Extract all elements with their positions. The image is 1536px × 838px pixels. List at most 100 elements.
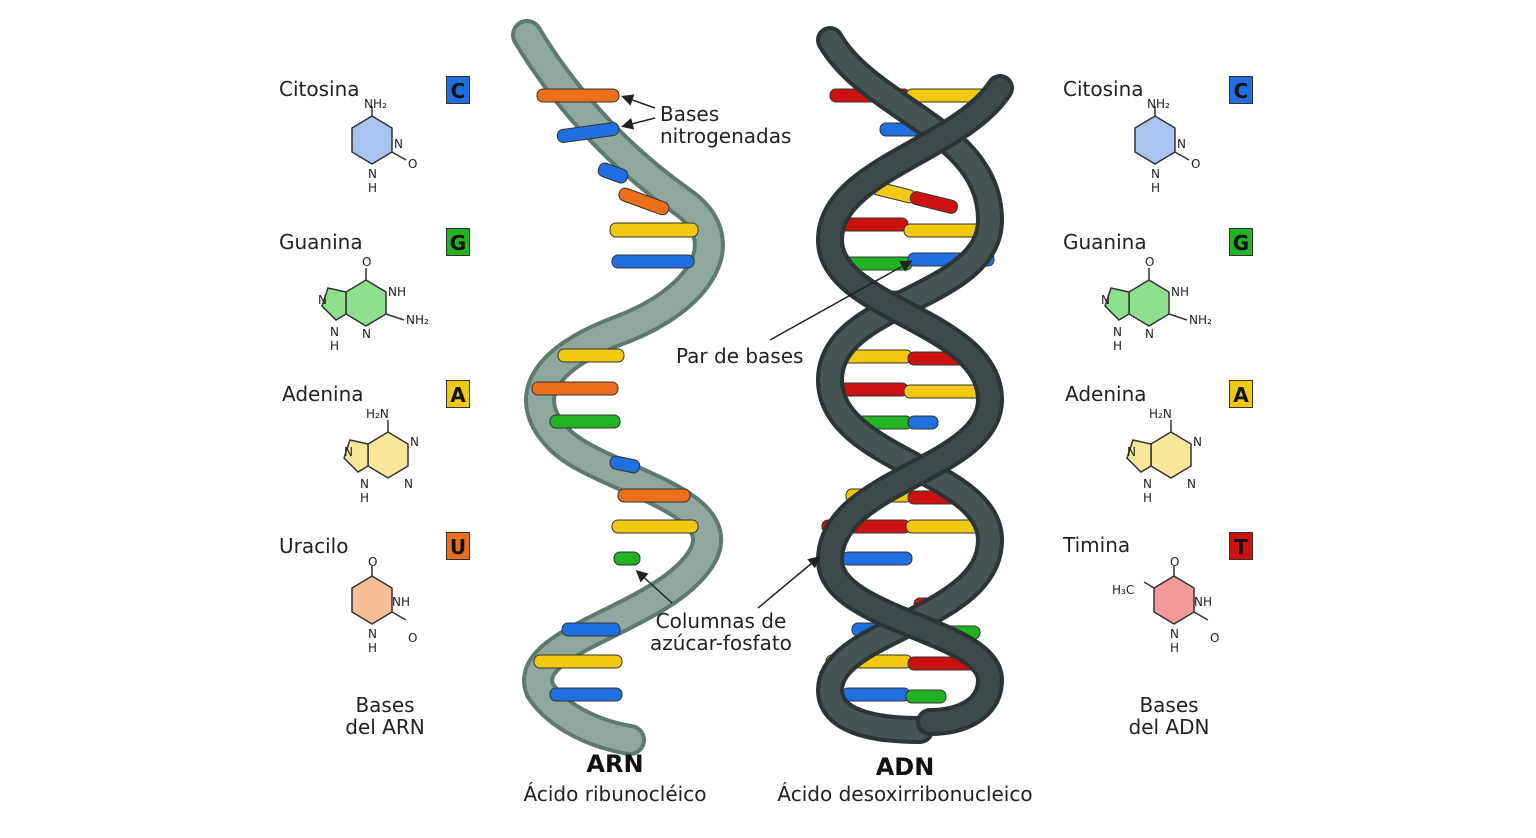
svg-text:O: O — [1191, 157, 1200, 171]
dna-base-letter-g: G — [1229, 228, 1253, 256]
svg-text:O: O — [1145, 255, 1154, 269]
annotation-bases-nitrogenadas: Bases nitrogenadas — [660, 103, 791, 147]
dna-helix — [815, 26, 1014, 744]
svg-text:O: O — [368, 555, 377, 569]
rna-subtitle: Ácido ribunocléico — [523, 782, 707, 806]
rna-base-name-uracilo: Uracilo — [279, 534, 349, 558]
svg-text:N: N — [1145, 327, 1154, 341]
dna-base-name-timina: Timina — [1063, 533, 1131, 557]
annotation-bases-line2: nitrogenadas — [660, 124, 792, 148]
svg-text:NH: NH — [392, 595, 410, 609]
rna-rung — [561, 622, 621, 637]
svg-text:N: N — [368, 627, 377, 641]
adenine-molecule-right: H₂N N N N N H — [1126, 407, 1202, 505]
cytosine-molecule-left: NH₂ N N H O — [351, 97, 417, 195]
svg-text:N: N — [360, 477, 369, 491]
svg-text:N: N — [1177, 137, 1186, 151]
svg-text:N: N — [330, 325, 339, 339]
svg-text:N: N — [1127, 445, 1136, 459]
rna-rung — [611, 519, 699, 534]
rna-rung — [549, 414, 621, 429]
annotation-columnas-line1: Columnas de — [655, 609, 787, 633]
svg-text:O: O — [408, 157, 417, 171]
dna-base-letter-a: A — [1229, 380, 1253, 408]
svg-text:H₃C: H₃C — [1112, 583, 1134, 597]
rna-rung — [597, 162, 629, 184]
svg-text:NH: NH — [1194, 595, 1212, 609]
svg-text:NH₂: NH₂ — [406, 313, 429, 327]
svg-text:N: N — [368, 167, 377, 181]
dna-base-name-guanina: Guanina — [1063, 230, 1147, 254]
svg-text:N: N — [404, 477, 413, 491]
rna-helix — [511, 19, 725, 756]
annotation-columnas: Columnas de azúcar-fosfato — [650, 610, 792, 654]
dna-subtitle: Ácido desoxirribonucleico — [777, 782, 1033, 806]
rna-rung — [618, 187, 670, 216]
annotation-par-de-bases: Par de bases — [676, 344, 804, 368]
svg-text:O: O — [362, 255, 371, 269]
dna-bases-caption-line2: del ADN — [1128, 715, 1210, 739]
rna-rung — [611, 254, 695, 269]
rna-rung — [557, 348, 625, 363]
svg-text:H: H — [368, 181, 377, 195]
svg-text:N: N — [1101, 293, 1110, 307]
rna-rung — [556, 122, 620, 143]
svg-text:H₂N: H₂N — [366, 407, 389, 421]
dna-base-name-adenina: Adenina — [1065, 382, 1147, 406]
svg-text:N: N — [1170, 627, 1179, 641]
uracil-molecule-left: O NH N H O — [351, 555, 417, 655]
rna-bases-caption-line2: del ARN — [345, 715, 425, 739]
dna-pair — [841, 551, 913, 566]
svg-text:O: O — [1170, 555, 1179, 569]
svg-text:N: N — [1113, 325, 1122, 339]
rna-bases-rungs — [531, 88, 699, 702]
dna-bases-caption-line1: Bases — [1139, 693, 1199, 717]
rna-rung — [536, 88, 620, 103]
svg-text:H: H — [360, 491, 369, 505]
annotation-bases-line1: Bases — [660, 102, 720, 126]
svg-text:N: N — [1187, 477, 1196, 491]
guanine-molecule-right: O NH NH₂ N N N H — [1101, 255, 1212, 353]
annotation-arrows — [621, 94, 913, 609]
rna-base-name-citosina: Citosina — [279, 77, 360, 101]
svg-text:NH: NH — [388, 285, 406, 299]
svg-text:H₂N: H₂N — [1149, 407, 1172, 421]
svg-text:N: N — [344, 445, 353, 459]
annotation-columnas-line2: azúcar-fosfato — [650, 631, 792, 655]
rna-rung — [533, 654, 623, 669]
rna-rung — [609, 455, 641, 474]
svg-text:H: H — [1143, 491, 1152, 505]
dna-pair — [825, 382, 991, 399]
rna-rung — [609, 222, 699, 238]
svg-text:H: H — [1170, 641, 1179, 655]
svg-text:NH₂: NH₂ — [364, 97, 387, 111]
svg-text:N: N — [1143, 477, 1152, 491]
svg-text:O: O — [408, 631, 417, 645]
rna-rung — [549, 687, 623, 702]
dna-pair — [835, 217, 995, 238]
cytosine-molecule-right: NH₂ N N H O — [1134, 97, 1200, 195]
adenine-molecule-left: H₂N N N N N H — [343, 407, 419, 505]
rna-base-letter-u: U — [446, 532, 470, 560]
rna-base-name-guanina: Guanina — [279, 230, 363, 254]
svg-text:NH: NH — [1171, 285, 1189, 299]
rna-rung — [531, 381, 619, 396]
svg-text:N: N — [1151, 167, 1160, 181]
svg-text:NH₂: NH₂ — [1189, 313, 1212, 327]
dna-base-letter-t: T — [1229, 532, 1253, 560]
guanine-molecule-left: O NH NH₂ N N N H — [318, 255, 429, 353]
dna-bases-caption: Bases del ADN — [1114, 694, 1224, 738]
rna-rung — [613, 551, 641, 566]
svg-text:H: H — [368, 641, 377, 655]
svg-text:O: O — [1210, 631, 1219, 645]
svg-text:N: N — [1193, 435, 1202, 449]
rna-base-letter-c: C — [446, 76, 470, 104]
svg-text:N: N — [362, 327, 371, 341]
svg-text:H: H — [1151, 181, 1160, 195]
rna-base-letter-a: A — [446, 380, 470, 408]
rna-base-letter-g: G — [446, 228, 470, 256]
rna-base-name-adenina: Adenina — [282, 382, 364, 406]
dna-base-name-citosina: Citosina — [1063, 77, 1144, 101]
svg-text:H: H — [1113, 339, 1122, 353]
